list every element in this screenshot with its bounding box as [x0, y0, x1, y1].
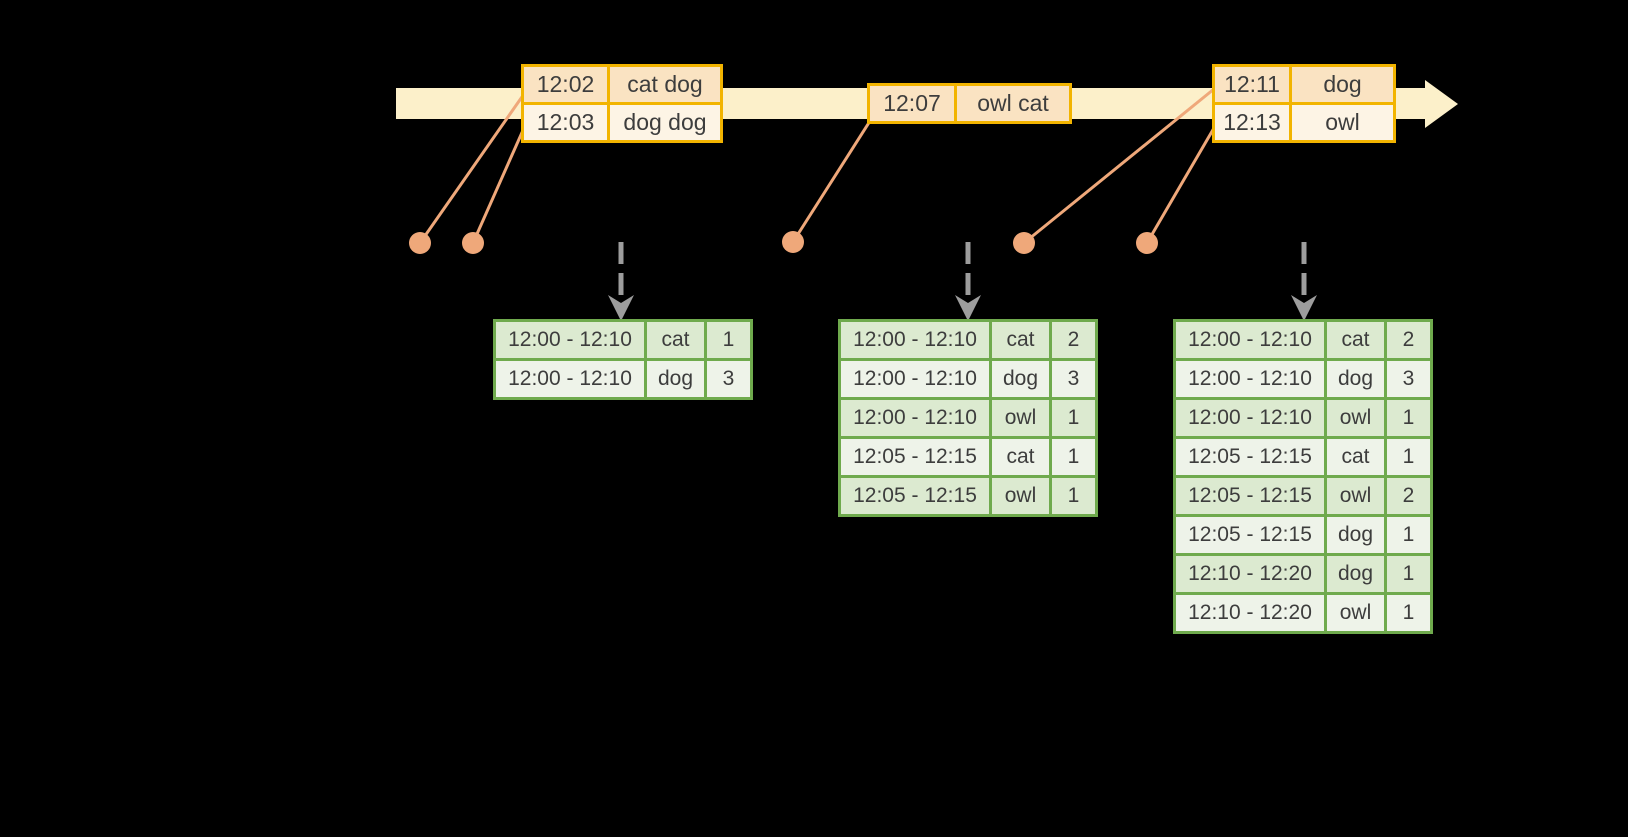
word-cell: cat: [992, 439, 1049, 475]
trigger-arrowhead-icon: [608, 295, 634, 321]
word-cell: cat: [992, 322, 1049, 358]
window-cell: 12:00 - 12:10: [1176, 400, 1324, 436]
trigger-arrows: [608, 242, 1317, 321]
count-cell: 1: [1387, 400, 1430, 436]
word-cell: dog: [1327, 361, 1384, 397]
word-cell: dog: [1327, 517, 1384, 553]
count-cell: 1: [1052, 478, 1095, 514]
event-time-cell: 12:13: [1215, 105, 1289, 140]
window-cell: 12:05 - 12:15: [841, 439, 989, 475]
window-cell: 12:00 - 12:10: [1176, 322, 1324, 358]
connector-line: [1145, 127, 1216, 244]
count-cell: 3: [1052, 361, 1095, 397]
event-connector-lines: [418, 87, 1216, 245]
word-cell: owl: [1327, 478, 1384, 514]
event-words-cell: dog: [1292, 67, 1393, 102]
window-cell: 12:05 - 12:15: [841, 478, 989, 514]
count-cell: 1: [1387, 517, 1430, 553]
event-time-cell: 12:07: [870, 86, 954, 121]
word-cell: owl: [1327, 595, 1384, 631]
event-table-1: 12:02 cat dog 12:03 dog dog: [521, 64, 723, 143]
trigger-arrowhead-icon: [1291, 295, 1317, 321]
count-cell: 1: [1387, 439, 1430, 475]
window-cell: 12:10 - 12:20: [1176, 595, 1324, 631]
word-cell: cat: [647, 322, 704, 358]
event-time-cell: 12:03: [524, 105, 607, 140]
trigger-arrowhead-icon: [955, 295, 981, 321]
event-words-cell: dog dog: [610, 105, 720, 140]
count-cell: 1: [1387, 556, 1430, 592]
window-cell: 12:05 - 12:15: [1176, 439, 1324, 475]
event-time-cell: 12:11: [1215, 67, 1289, 102]
window-cell: 12:00 - 12:10: [841, 361, 989, 397]
event-time-cell: 12:02: [524, 67, 607, 102]
word-cell: cat: [1327, 439, 1384, 475]
connector-line: [1023, 87, 1215, 245]
event-dot-icon: [409, 232, 431, 254]
count-cell: 2: [1052, 322, 1095, 358]
window-cell: 12:00 - 12:10: [496, 361, 644, 397]
word-cell: cat: [1327, 322, 1384, 358]
count-cell: 3: [707, 361, 750, 397]
event-dot-icon: [462, 232, 484, 254]
event-dots: [409, 231, 1158, 254]
event-dot-icon: [782, 231, 804, 253]
word-cell: dog: [1327, 556, 1384, 592]
count-cell: 1: [707, 322, 750, 358]
window-cell: 12:00 - 12:10: [496, 322, 644, 358]
count-cell: 1: [1387, 595, 1430, 631]
window-cell: 12:10 - 12:20: [1176, 556, 1324, 592]
count-cell: 3: [1387, 361, 1430, 397]
connector-line: [471, 127, 526, 244]
event-words-cell: owl: [1292, 105, 1393, 140]
event-table-3: 12:11 dog 12:13 owl: [1212, 64, 1396, 143]
window-cell: 12:00 - 12:10: [1176, 361, 1324, 397]
window-cell: 12:00 - 12:10: [841, 400, 989, 436]
count-cell: 2: [1387, 322, 1430, 358]
word-cell: owl: [992, 400, 1049, 436]
result-table-3: 12:00 - 12:10 cat 2 12:00 - 12:10 dog 3 …: [1173, 319, 1433, 634]
timeline-arrowhead-icon: [1425, 80, 1458, 128]
window-cell: 12:05 - 12:15: [1176, 478, 1324, 514]
window-cell: 12:00 - 12:10: [841, 322, 989, 358]
event-words-cell: owl cat: [957, 86, 1069, 121]
window-cell: 12:05 - 12:15: [1176, 517, 1324, 553]
event-table-2: 12:07 owl cat: [867, 83, 1072, 124]
count-cell: 1: [1052, 400, 1095, 436]
connector-line: [791, 120, 872, 243]
result-table-2: 12:00 - 12:10 cat 2 12:00 - 12:10 dog 3 …: [838, 319, 1098, 517]
event-words-cell: cat dog: [610, 67, 720, 102]
event-dot-icon: [1136, 232, 1158, 254]
result-table-1: 12:00 - 12:10 cat 1 12:00 - 12:10 dog 3: [493, 319, 753, 400]
word-cell: dog: [992, 361, 1049, 397]
word-cell: owl: [1327, 400, 1384, 436]
event-dot-icon: [1013, 232, 1035, 254]
word-cell: owl: [992, 478, 1049, 514]
word-cell: dog: [647, 361, 704, 397]
connector-line: [418, 93, 526, 244]
count-cell: 1: [1052, 439, 1095, 475]
count-cell: 2: [1387, 478, 1430, 514]
